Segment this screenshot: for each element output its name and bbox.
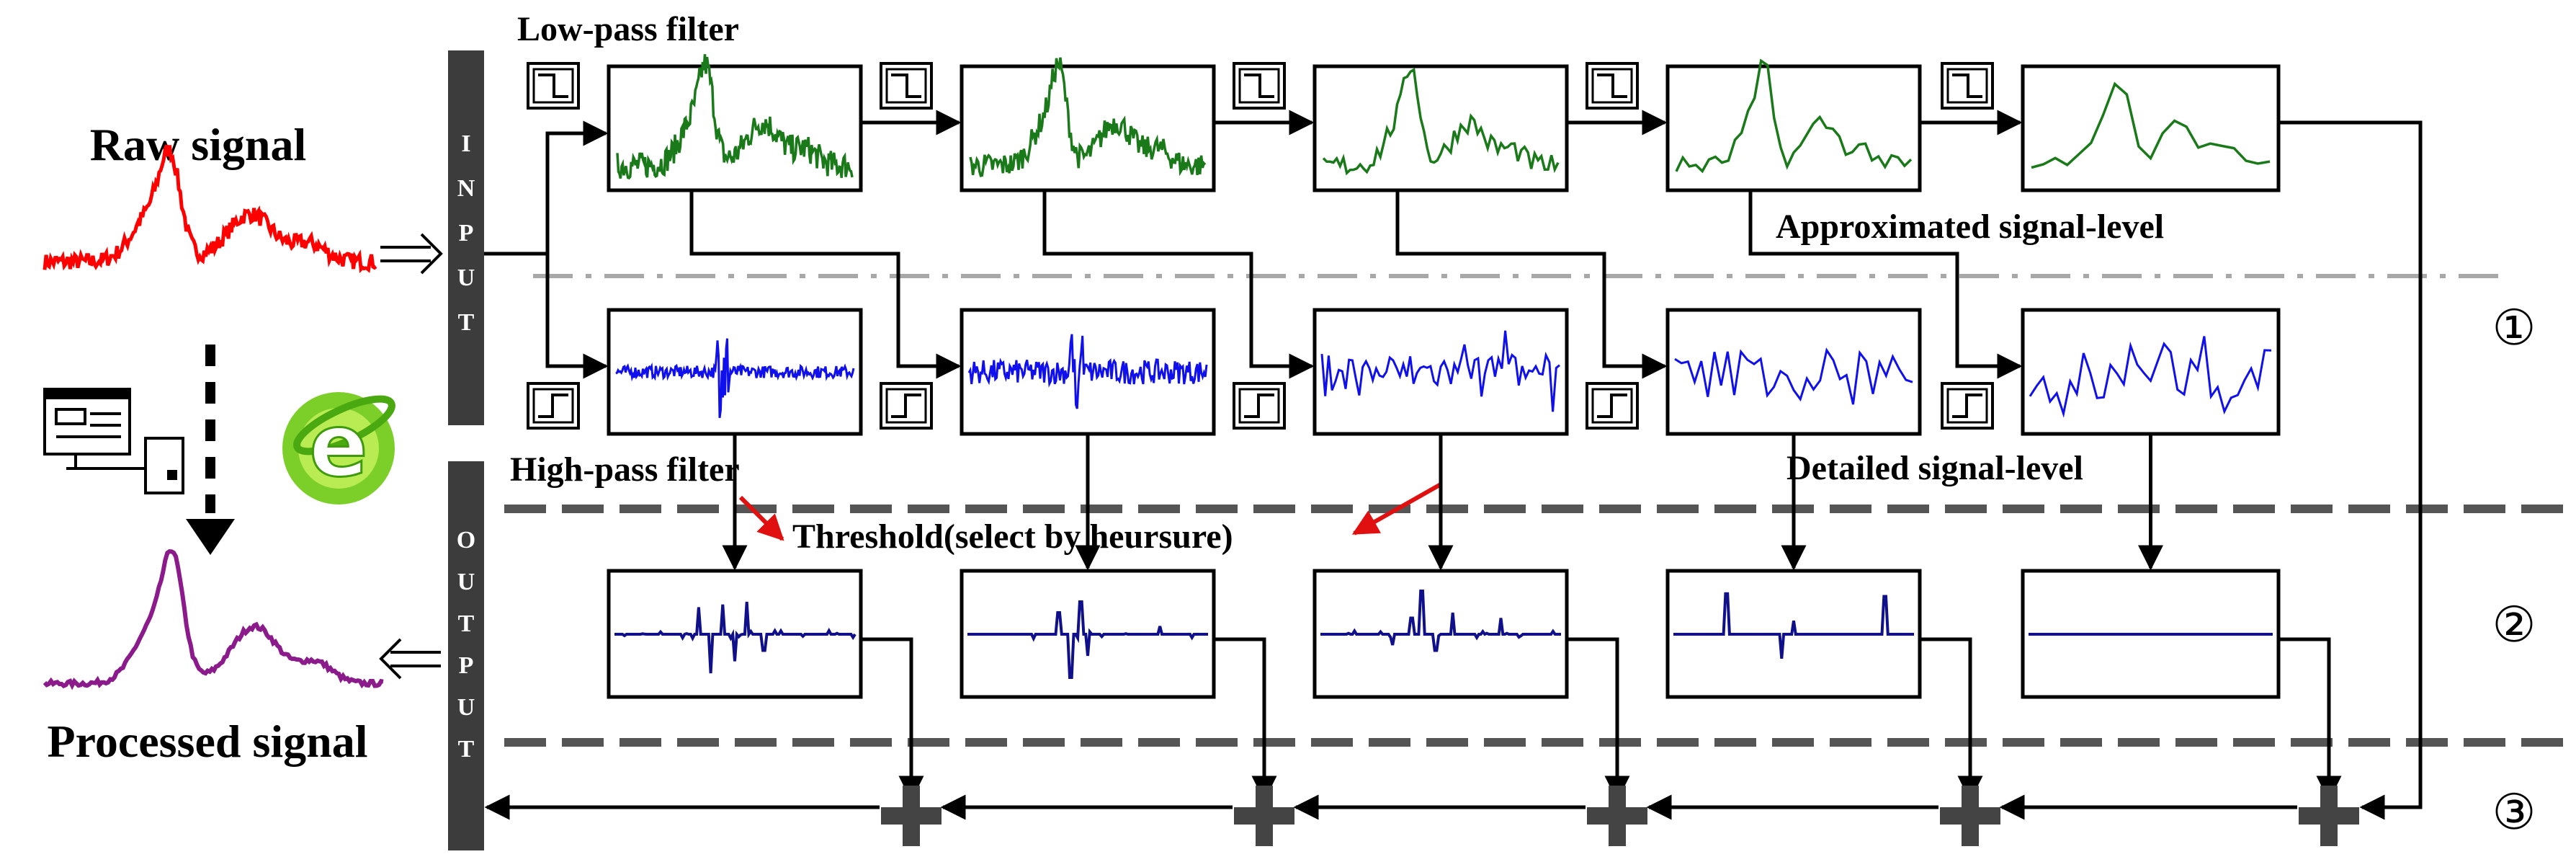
approx-wave-5 <box>2031 81 2271 169</box>
low-pass-filter-icon-3 <box>1233 62 1286 110</box>
high-pass-filter-icon-1 <box>527 382 580 430</box>
threshold-wave-2 <box>967 600 1208 679</box>
high-pass-filter-icon-5 <box>1941 382 1994 430</box>
sum-node-1 <box>881 786 942 846</box>
filter-icons <box>527 62 1994 430</box>
high-pass-filter-icon-2 <box>880 382 933 430</box>
stage-3-marker: ③ <box>2492 784 2536 841</box>
input-bar <box>448 50 484 425</box>
signal-boxes <box>607 54 2281 699</box>
sum-node-5 <box>2299 786 2359 846</box>
threshold-wave-4 <box>1673 592 1914 659</box>
threshold-arrow-left <box>738 495 784 541</box>
detail-wave-3 <box>1320 330 1560 412</box>
svg-text:e: e <box>309 396 367 497</box>
sum-nodes <box>881 786 2359 846</box>
sum-node-2 <box>1234 786 1294 846</box>
processed-signal-wave <box>43 549 384 690</box>
high-pass-filter-label: High-pass filter <box>510 450 740 489</box>
approx-wave-4 <box>1675 58 1913 174</box>
computer-icon <box>43 388 184 494</box>
browser-e-icon: e <box>282 392 395 505</box>
detail-box-5 <box>2021 308 2281 436</box>
threshold-label: Threshold(select by heursure) <box>792 517 1233 556</box>
output-double-arrow <box>379 638 441 680</box>
high-pass-filter-icon-4 <box>1586 382 1639 430</box>
processed-signal-label: Processed signal <box>47 716 367 767</box>
detail-box-4 <box>1665 308 1922 436</box>
approx-box-5 <box>2021 64 2281 192</box>
connectors <box>484 110 2423 820</box>
detail-wave-5 <box>2029 336 2272 418</box>
low-pass-filter-icon-5 <box>1941 62 1994 110</box>
detailed-level-label: Detailed signal-level <box>1786 449 2083 487</box>
low-pass-filter-icon-1 <box>527 62 580 110</box>
approx-box-2 <box>960 64 1216 192</box>
sum-node-4 <box>1940 786 2000 846</box>
detail-box-2 <box>960 308 1216 436</box>
low-pass-filter-icon-2 <box>880 62 933 110</box>
approximated-level-label: Approximated signal-level <box>1776 208 2164 246</box>
raw-signal-label: Raw signal <box>90 119 307 170</box>
stage-2-marker: ② <box>2492 597 2536 654</box>
threshold-wave-1 <box>614 601 857 674</box>
high-pass-filter-icon-3 <box>1233 382 1286 430</box>
input-double-arrow <box>380 233 443 275</box>
low-pass-filter-label: Low-pass filter <box>517 10 739 48</box>
detail-wave-4 <box>1674 347 1913 405</box>
output-bar <box>448 461 484 850</box>
approx-wave-3 <box>1322 67 1560 176</box>
approx-wave-1 <box>616 54 854 179</box>
detail-wave-1 <box>615 338 855 418</box>
threshold-wave-3 <box>1320 590 1561 652</box>
approx-box-3 <box>1312 64 1569 192</box>
raw-signal-wave <box>43 144 377 274</box>
stage-1-marker: ① <box>2492 300 2536 357</box>
approx-box-4 <box>1665 64 1922 192</box>
approx-wave-2 <box>969 57 1207 177</box>
dashed-down-arrow <box>186 345 235 555</box>
detail-wave-2 <box>967 334 1208 409</box>
low-pass-filter-icon-4 <box>1586 62 1639 110</box>
approx-box-1 <box>607 64 863 192</box>
sum-node-3 <box>1587 786 1647 846</box>
threshold-arrow-right <box>1351 482 1442 536</box>
